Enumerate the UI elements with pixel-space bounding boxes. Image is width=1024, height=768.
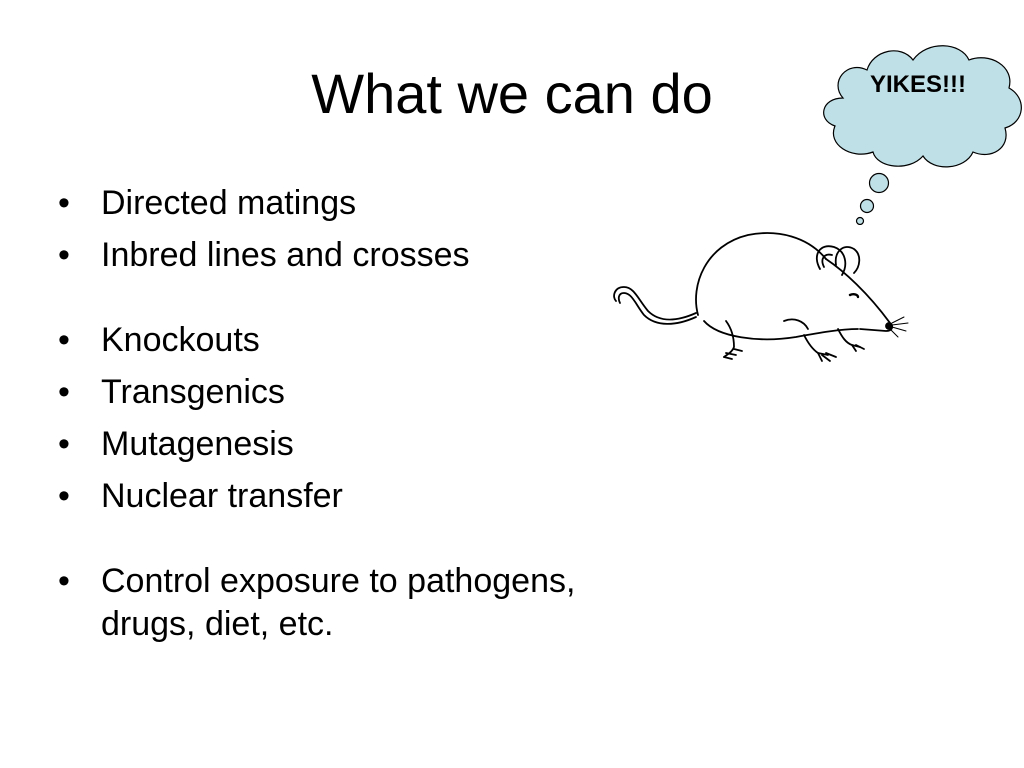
list-item: • Knockouts bbox=[58, 319, 618, 362]
thought-bubble-icon bbox=[823, 45, 1022, 225]
bullet-marker: • bbox=[58, 373, 70, 411]
bullet-marker: • bbox=[58, 562, 70, 600]
list-item: • Control exposure to pathogens, drugs, … bbox=[58, 560, 618, 646]
bullet-text: Knockouts bbox=[101, 321, 260, 359]
bullet-text: Inbred lines and crosses bbox=[101, 236, 470, 274]
thought-bubble-text: YIKES!!! bbox=[870, 71, 966, 98]
bullet-text: Transgenics bbox=[101, 373, 285, 411]
list-item: • Mutagenesis bbox=[58, 423, 618, 466]
list-item: • Nuclear transfer bbox=[58, 475, 618, 518]
bullet-marker: • bbox=[58, 477, 70, 515]
bullet-marker: • bbox=[58, 425, 70, 463]
bullet-marker: • bbox=[58, 236, 70, 274]
bullet-marker: • bbox=[58, 184, 70, 222]
list-item: • Directed matings bbox=[58, 182, 618, 225]
slide-title: What we can do bbox=[311, 62, 713, 125]
bullet-marker: • bbox=[58, 321, 70, 359]
mouse-icon bbox=[613, 232, 909, 362]
bullet-text: Nuclear transfer bbox=[101, 477, 343, 515]
bullet-text: Mutagenesis bbox=[101, 425, 294, 463]
bullet-text: Directed matings bbox=[101, 184, 357, 222]
bullet-text: Control exposure to pathogens, drugs, di… bbox=[101, 562, 576, 643]
bullet-list: • Directed matings • Inbred lines and cr… bbox=[58, 182, 618, 655]
list-item: • Inbred lines and crosses bbox=[58, 234, 618, 277]
list-item: • Transgenics bbox=[58, 371, 618, 414]
